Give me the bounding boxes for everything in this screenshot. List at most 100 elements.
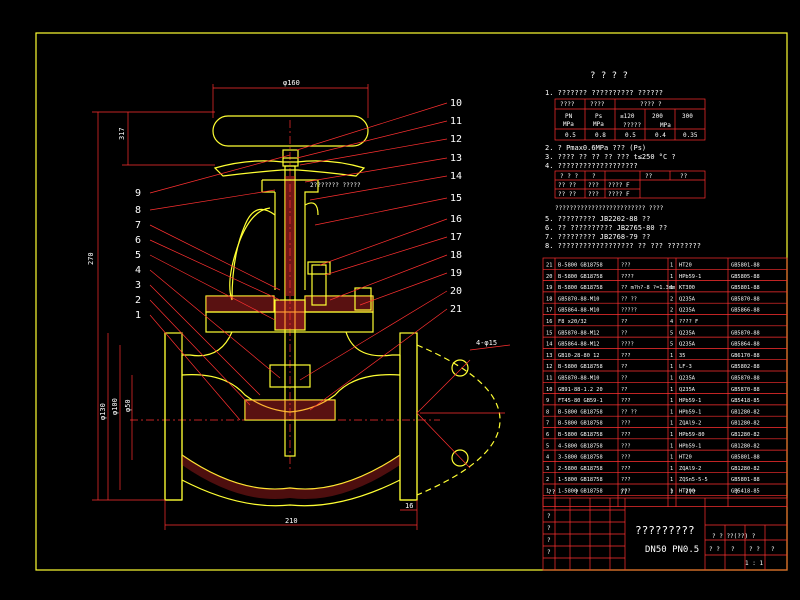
side-diag-1 — [416, 359, 471, 414]
pt-u1: PN — [565, 113, 573, 120]
bonnet-hatch-right — [305, 296, 373, 312]
parts-qty-cell: 2 — [670, 296, 673, 302]
parts-code-cell: FT45-80 GB59-1 — [558, 398, 603, 404]
parts-qty-cell: 2 — [670, 308, 673, 314]
pt-v4: 0.4 — [655, 132, 666, 139]
bonnet-outer — [229, 207, 271, 301]
parts-no-cell: 12 — [546, 364, 552, 370]
tb-small-4: ? — [547, 549, 551, 556]
parts-no-cell: 1 — [546, 489, 549, 495]
parts-code-cell: GB10-28-80 12 — [558, 353, 599, 359]
parts-std-cell: GB5802-88 — [731, 364, 760, 370]
parts-name-cell: ?? — [621, 364, 627, 370]
parts-header: ?? ? ?? ? ??? ? — [548, 489, 739, 496]
parts-no-cell: 3 — [546, 466, 549, 472]
parts-std-cell: GB5864-88 — [731, 342, 760, 348]
notes-line1: 1. ??????? ?????????? ?????? — [545, 89, 663, 97]
parts-no-cell: 5 — [546, 443, 549, 449]
notes-title: ? ? ? ? — [590, 71, 628, 81]
balloon-10: 10 — [450, 98, 462, 109]
parts-name-cell: ?? — [621, 319, 627, 325]
parts-code-cell: B-5800 GB18758 — [558, 364, 603, 370]
balloon-9: 9 — [135, 188, 141, 199]
packing — [274, 299, 306, 331]
parts-name-cell: ??? — [621, 489, 631, 495]
pt-v3: 0.5 — [625, 132, 636, 139]
technical-notes: ? ? ? ? 1. ??????? ?????????? ?????? ???… — [545, 71, 706, 250]
balloon-21: 21 — [450, 304, 462, 315]
st-r1c2: ??? — [588, 182, 599, 189]
parts-name-cell: ??? — [621, 432, 631, 438]
parts-no-cell: 9 — [546, 398, 549, 404]
st-r2c3: ???? F — [608, 191, 630, 198]
parts-no-cell: 2 — [546, 477, 549, 483]
bonnet-right — [304, 202, 319, 216]
notes-line8: 8. ?????????????????? ?? ??? ???????? — [545, 242, 701, 250]
body-bottom — [181, 479, 401, 507]
tb-small-3: ? — [547, 537, 551, 544]
pt-v1: 0.5 — [565, 132, 576, 139]
st-h2: ? — [592, 173, 596, 180]
parts-qty-cell: 1 — [670, 263, 673, 269]
balloon-20: 20 — [450, 286, 462, 297]
body-top — [182, 331, 400, 357]
st-r1c1: ?? ?? — [558, 182, 576, 189]
parts-mat-cell: ???? F — [679, 319, 698, 325]
parts-qty-cell: 1 — [670, 364, 673, 370]
body-hatch-shell — [182, 455, 400, 500]
balloon-19: 19 — [450, 268, 462, 279]
parts-mat-cell: Q235A — [679, 296, 696, 302]
parts-std-cell: GB5418-85 — [731, 398, 760, 404]
parts-std-cell: GB5870-88 — [731, 330, 760, 336]
parts-code-cell: B-5800 GB18758 — [558, 409, 603, 415]
body-outer-right — [399, 333, 418, 501]
tb-cell-1: ? ? — [709, 546, 720, 553]
parts-qty-cell: 1 — [670, 432, 673, 438]
tb-right-top: ? ? ??(??) ? — [712, 533, 756, 540]
body-shell — [181, 374, 401, 490]
parts-std-cell: GB1280-82 — [731, 432, 760, 438]
tb-cell-4: ? — [771, 546, 775, 553]
parts-code-cell: 4-5800 GB18758 — [558, 443, 603, 449]
title-block-text: ????????? DN50 PN0.5 ? ? ??(??) ? ? ? ? … — [547, 513, 775, 567]
parts-mat-cell: ZQAl9-2 — [679, 466, 701, 472]
parts-name-cell: ?? — [621, 330, 627, 336]
pt-h3: ???? ? — [640, 101, 662, 108]
parts-mat-cell: ZQSn5-5-5 — [679, 477, 708, 483]
parts-code-cell: 1-5800 GB18758 — [558, 489, 603, 495]
notes-line6: 6. ?? ?????????? JB2765-80 ?? — [545, 224, 667, 232]
notes-line3: 3. ???? ?? ?? ?? ??? t≤250 °C ? — [545, 153, 676, 161]
parts-name-cell: ??? — [621, 455, 631, 461]
parts-code-cell: 3-5800 GB18758 — [558, 455, 603, 461]
parts-std-cell: GB5801-88 — [731, 455, 760, 461]
parts-code-cell: F8 x20/32 — [558, 319, 587, 325]
balloon-6: 6 — [135, 235, 141, 246]
parts-no-cell: 7 — [546, 421, 549, 427]
balloons-left: 9 8 7 6 5 4 3 2 1 — [135, 188, 141, 321]
ph-no: ?? — [548, 489, 556, 496]
parts-code-cell: B-5800 GB18758 — [558, 263, 603, 269]
drawing-title: ????????? — [635, 524, 695, 537]
parts-std-cell: GB5870-88 — [731, 387, 760, 393]
parts-name-cell: ??? — [621, 421, 631, 427]
parts-std-cell: GB5801-88 — [731, 477, 760, 483]
dim-bore: φ50 — [124, 399, 132, 412]
notes-line7: 7. ????????? JB2768-79 ?? — [545, 233, 650, 241]
balloon-15: 15 — [450, 193, 462, 204]
parts-name-cell: ??? — [621, 443, 631, 449]
parts-name-cell: ?? ?? — [621, 296, 637, 302]
handwheel-spokes — [213, 160, 366, 177]
tb-scale: 1 : 1 — [745, 560, 763, 567]
parts-code-cell: GB5864-88-M10 — [558, 308, 599, 314]
parts-no-cell: 19 — [546, 285, 552, 291]
pt-v5: 0.35 — [683, 132, 698, 139]
dim-height-total: 270 — [87, 252, 95, 265]
parts-qty-cell: 1 — [670, 353, 673, 359]
parts-mat-cell: HT20 — [679, 455, 692, 461]
parts-mat-cell: Q235A — [679, 342, 696, 348]
balloon-1: 1 — [135, 310, 141, 321]
pt-u2: Ps — [595, 113, 603, 120]
parts-name-cell: ??? — [621, 263, 631, 269]
parts-qty-cell: 4 — [670, 319, 673, 325]
